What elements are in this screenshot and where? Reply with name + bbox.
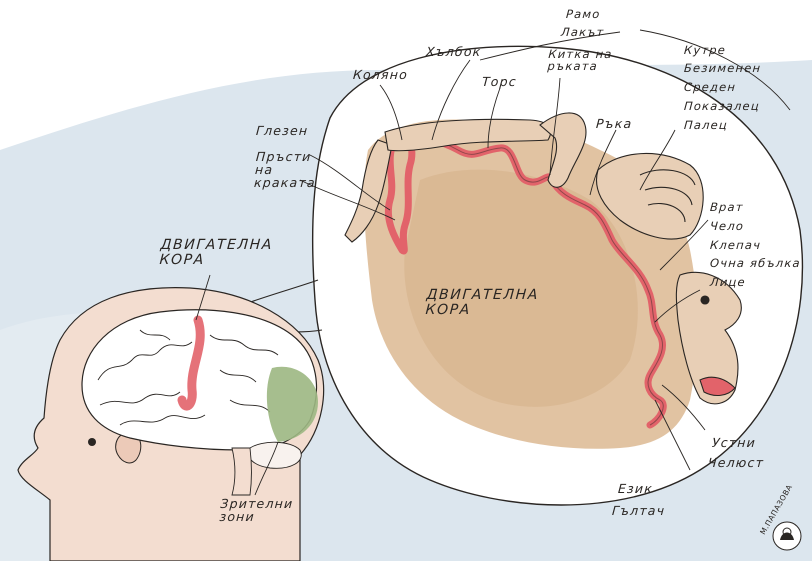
body-part-label: Хълбок <box>426 45 482 58</box>
body-part-label: Рамо <box>566 8 601 20</box>
body-part-label: Коляно <box>353 68 409 81</box>
signature-portrait-icon <box>773 522 801 550</box>
body-part-label: Челюст <box>708 456 765 469</box>
brain-stem <box>232 448 252 495</box>
body-part-label: Пръсти на краката <box>254 150 332 189</box>
body-part-label: Ръка <box>596 117 633 130</box>
body-part-label: Език <box>618 482 654 495</box>
body-part-label: Чело <box>710 220 745 232</box>
homunculus-eye <box>701 296 709 304</box>
body-part-label: Гълтач <box>612 504 666 517</box>
brain-visual-areas-label: Зрителни зони <box>219 497 281 523</box>
body-part-label: Палец <box>684 119 729 131</box>
body-part-label: Устни <box>712 436 757 449</box>
brain-motor-cortex-label: ДВИГАТЕЛНА КОРА <box>159 238 246 267</box>
body-part-label: Кутре <box>684 44 727 56</box>
body-part-label: Глезен <box>256 124 309 137</box>
body-part-label: Безименен <box>684 62 762 74</box>
body-part-label: Торс <box>482 75 518 88</box>
body-part-label: Врат <box>710 201 745 213</box>
body-part-label: Лице <box>710 276 747 288</box>
cerebellum <box>248 442 301 468</box>
body-part-label: Клепач <box>710 239 762 251</box>
body-part-label: Лакът <box>561 26 605 38</box>
head-eye <box>88 438 96 446</box>
zoom-motor-cortex-label: ДВИГАТЕЛНА КОРА <box>425 288 507 317</box>
body-part-label: Показалец <box>684 100 761 112</box>
body-part-label: Очна ябълка <box>710 257 802 269</box>
body-part-label: Среден <box>684 81 737 93</box>
body-part-label: Китка на ръката <box>547 48 631 72</box>
